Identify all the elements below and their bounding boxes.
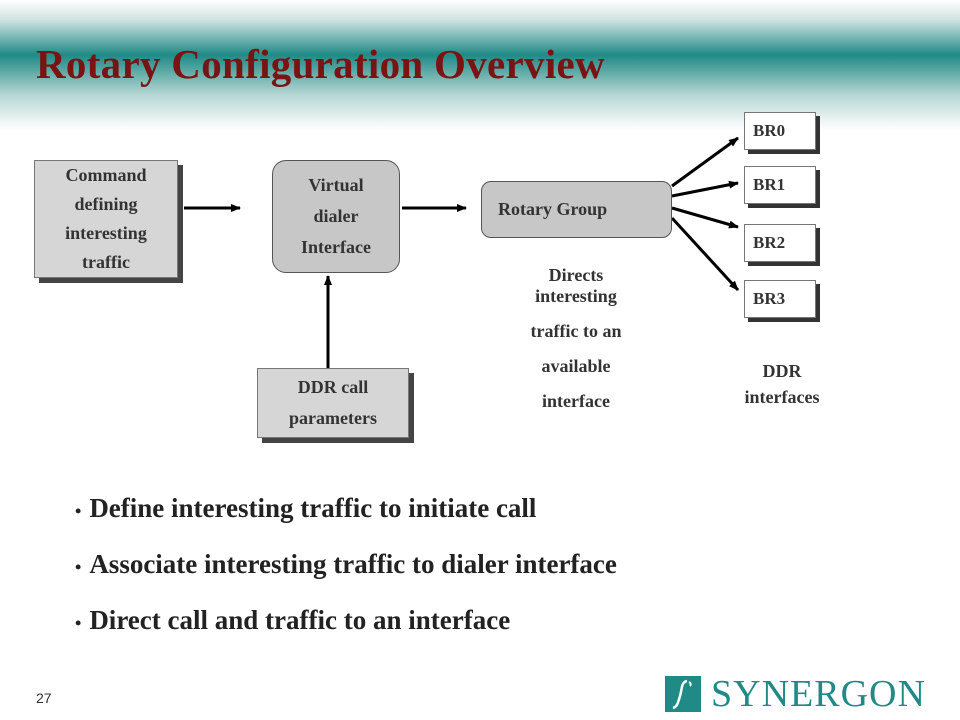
interface-br1-label: BR1 xyxy=(753,175,786,194)
interface-br0-label: BR0 xyxy=(753,121,786,140)
rotary-description-line-3: traffic to an xyxy=(530,321,622,341)
command-box: Command defining interesting traffic xyxy=(34,160,178,278)
command-box-line-3: interesting xyxy=(65,223,147,243)
bullet-item: Direct call and traffic to an interface xyxy=(75,600,617,656)
rotary-group-node: Rotary Group xyxy=(481,181,672,238)
virtual-dialer-node: Virtual dialer Interface xyxy=(272,160,400,273)
rotary-description-line-4: available xyxy=(541,356,611,376)
bullet-list: Define interesting traffic to initiate c… xyxy=(75,488,617,656)
header-band xyxy=(0,0,960,130)
virtual-dialer-line-2: dialer xyxy=(313,206,359,226)
interface-br3: BR3 xyxy=(744,280,816,318)
bullet-item: Associate interesting traffic to dialer … xyxy=(75,544,617,600)
arrow-rotary-to-br1 xyxy=(671,180,739,198)
synergon-mark-icon xyxy=(665,676,701,712)
ddr-call-line-2: parameters xyxy=(289,408,377,428)
synergon-logo: SYNERGON xyxy=(665,673,926,715)
synergon-wordmark: SYNERGON xyxy=(711,673,926,715)
slide-title: Rotary Configuration Overview xyxy=(36,41,605,87)
ddr-call-box: DDR call parameters xyxy=(257,368,409,438)
arrow-rotary-to-br0 xyxy=(671,136,739,188)
ddr-interfaces-line-1: DDR xyxy=(762,361,802,381)
virtual-dialer-line-3: Interface xyxy=(301,237,371,257)
rotary-group-label: Rotary Group xyxy=(498,199,608,219)
bullet-item: Define interesting traffic to initiate c… xyxy=(75,488,617,544)
rotary-description-line-5: interface xyxy=(542,391,610,411)
interface-br0: BR0 xyxy=(744,112,816,150)
page-number: 27 xyxy=(36,690,52,706)
interface-br2: BR2 xyxy=(744,224,816,262)
ddr-interfaces-label: DDR interfaces xyxy=(716,358,848,410)
virtual-dialer-line-1: Virtual xyxy=(308,175,364,195)
rotary-description-line-2: interesting xyxy=(535,286,617,306)
rotary-description-line-1: Directs xyxy=(548,265,604,285)
interface-br1: BR1 xyxy=(744,166,816,204)
ddr-call-line-1: DDR call xyxy=(297,377,369,397)
rotary-description: Directs interesting traffic to an availa… xyxy=(496,266,656,419)
interface-br3-label: BR3 xyxy=(753,289,786,308)
interface-br2-label: BR2 xyxy=(753,233,786,252)
arrow-rotary-to-br3 xyxy=(670,216,740,292)
command-box-line-4: traffic xyxy=(82,252,130,272)
command-box-line-1: Command xyxy=(65,165,147,185)
command-box-line-2: defining xyxy=(74,194,138,214)
arrow-rotary-to-br2 xyxy=(671,206,739,229)
ddr-interfaces-line-2: interfaces xyxy=(744,387,820,407)
